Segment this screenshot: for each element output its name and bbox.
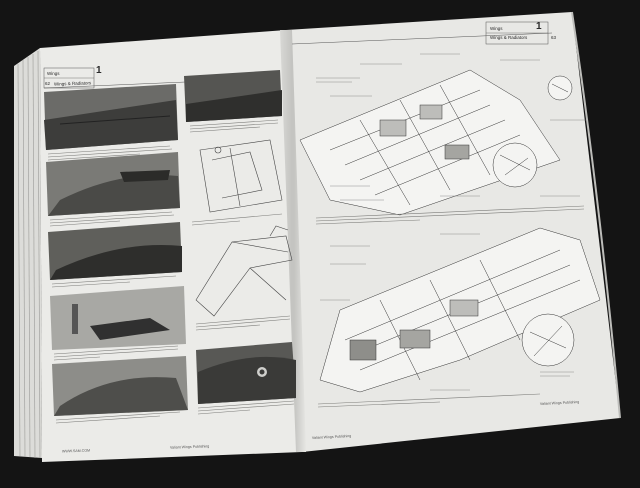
technical-drawing-wing-bottom <box>319 227 601 393</box>
right-page-caption-bottom <box>317 393 541 408</box>
right-section-title: Wings & Radiators <box>490 35 528 40</box>
right-chapter-number: 1 <box>536 21 542 32</box>
right-page-header <box>291 21 553 45</box>
right-header-tag: Wings <box>490 26 503 31</box>
left-column-photos <box>44 84 188 416</box>
right-page-caption-middle <box>315 205 585 225</box>
left-page-right-column <box>184 70 296 415</box>
drawing-wing-plan <box>199 139 283 213</box>
right-page-number: 63 <box>551 35 557 40</box>
callout-labels-bottom <box>320 233 574 391</box>
drawing-aircraft-plan <box>195 225 293 317</box>
left-page-number: 62 <box>45 81 51 86</box>
callout-labels-top <box>316 53 586 201</box>
left-column-caption-lines <box>47 145 181 424</box>
technical-drawing-wing-top <box>299 69 573 216</box>
left-chapter-number: 1 <box>96 65 102 76</box>
photo-wing-fold <box>50 286 186 350</box>
left-header-tag: Wings <box>47 71 60 76</box>
book-gutter <box>280 30 306 452</box>
page-stack-edges <box>14 48 42 459</box>
